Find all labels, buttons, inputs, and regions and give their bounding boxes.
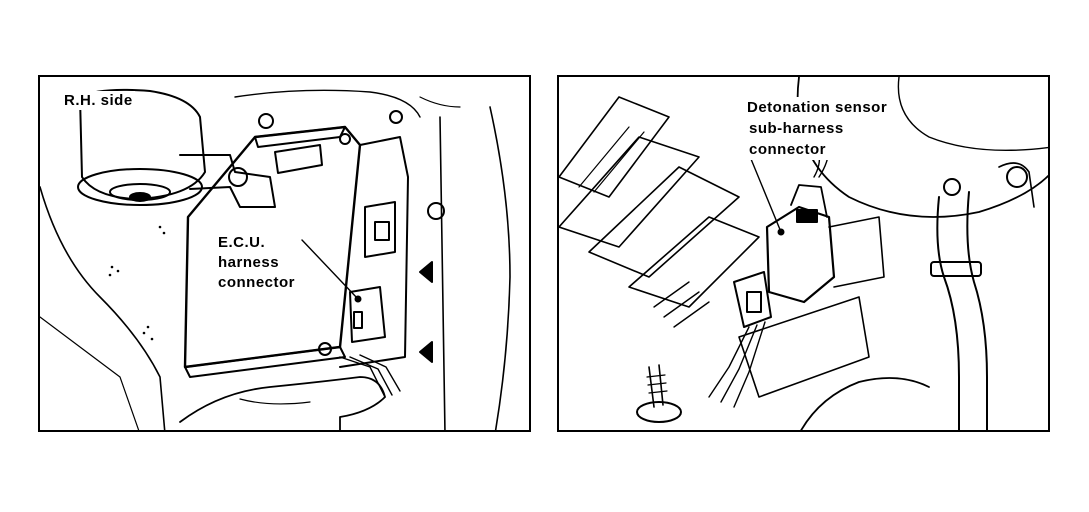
callout-line-3: connector bbox=[749, 141, 827, 158]
right-illustration-panel: Detonation sensor sub-harness connector bbox=[557, 75, 1050, 432]
ecu-harness-callout: E.C.U. harness connector bbox=[216, 233, 298, 293]
detonation-sensor-illustration bbox=[559, 77, 1048, 430]
callout-line-1: E.C.U. bbox=[218, 234, 266, 251]
detonation-sensor-callout: Detonation sensor sub-harness connector bbox=[745, 97, 890, 160]
left-illustration-panel: R.H. side E.C.U. harness connector bbox=[38, 75, 531, 432]
ecu-illustration bbox=[40, 88, 511, 430]
side-label: R.H. side bbox=[62, 91, 135, 110]
callout-line-1: Detonation sensor bbox=[747, 99, 888, 116]
callout-line-2: harness bbox=[218, 254, 280, 271]
callout-line-3: connector bbox=[218, 274, 296, 291]
callout-line-2: sub-harness bbox=[749, 120, 844, 137]
